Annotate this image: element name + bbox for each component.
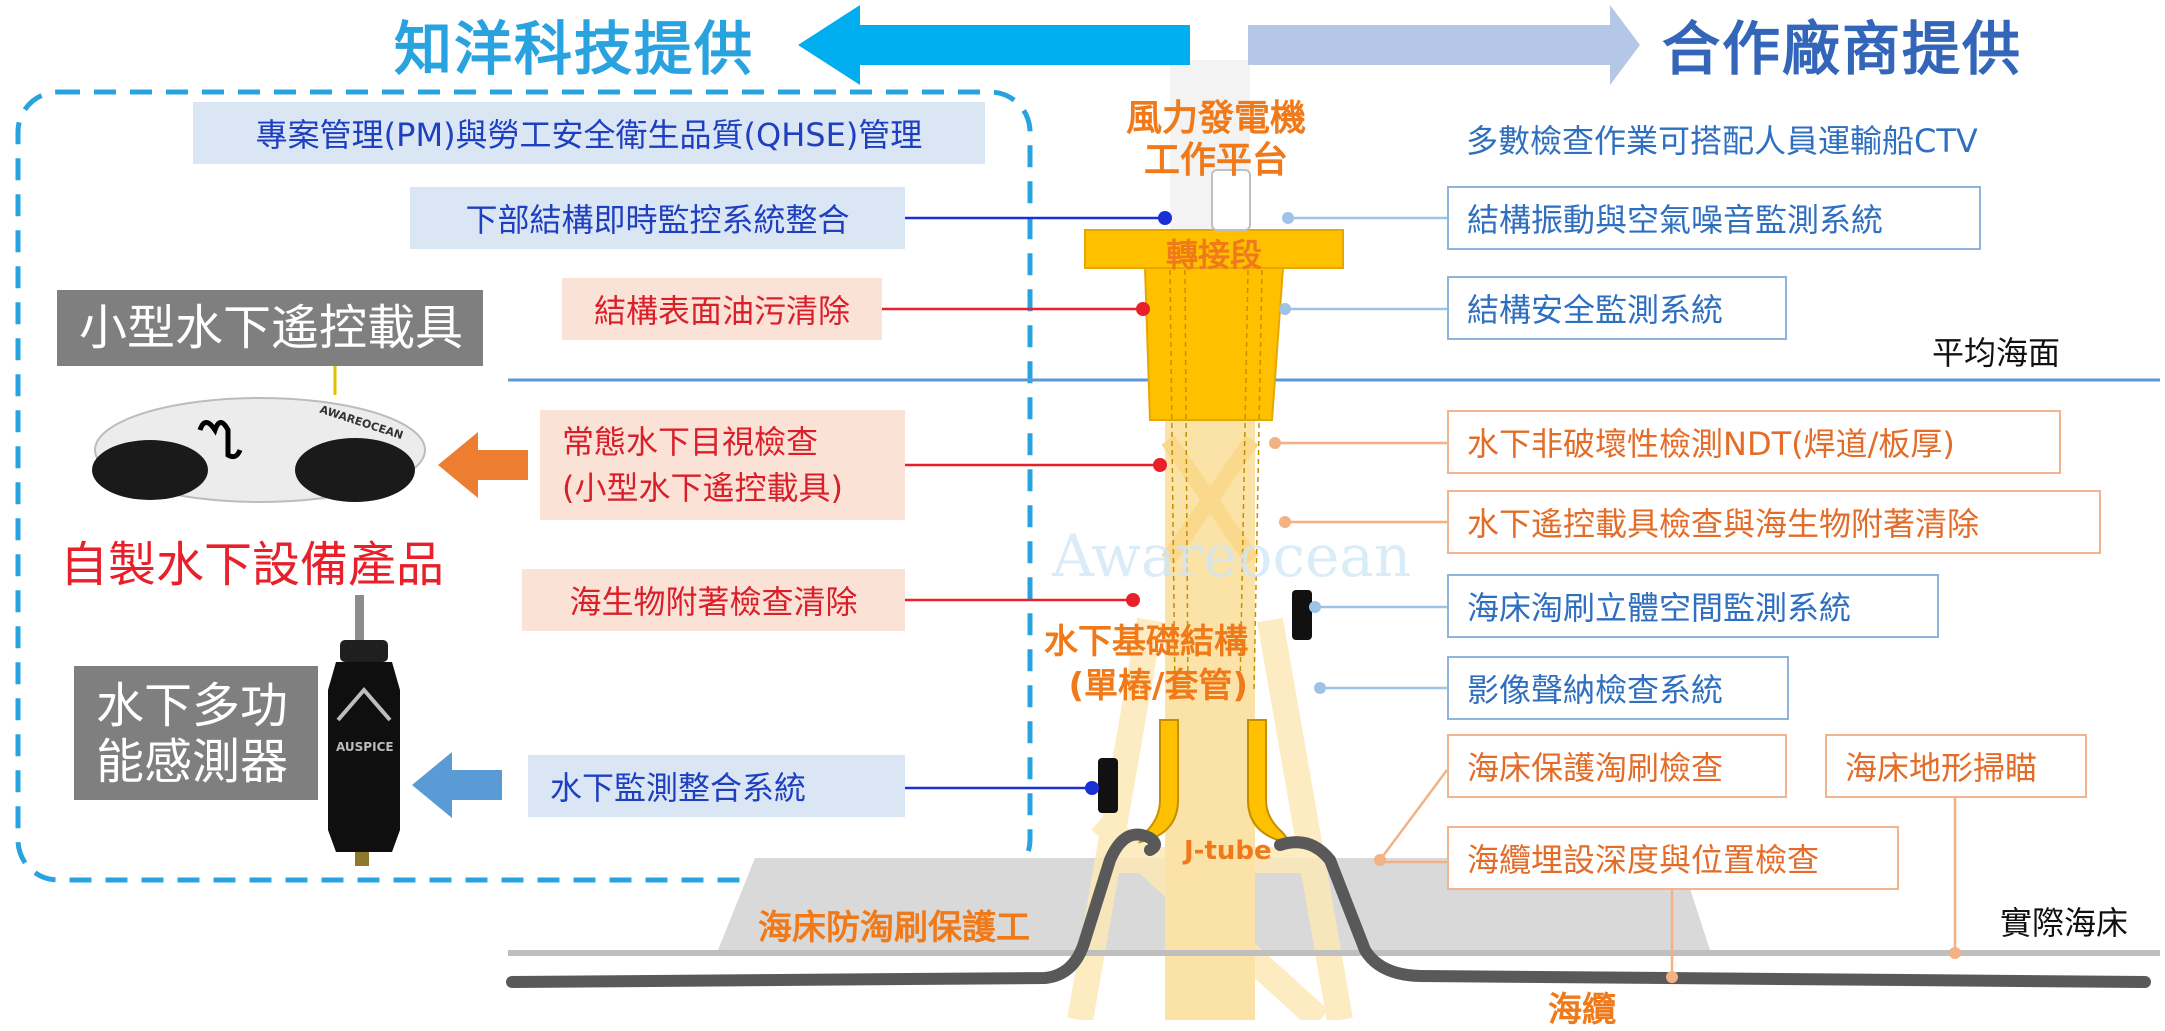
right-connectors — [1275, 216, 1957, 977]
right-arrow — [1248, 5, 1640, 85]
transition-inner-lines — [1169, 269, 1263, 691]
pm-qhse-label: 專案管理(PM)與勞工安全衛生品質(QHSE)管理 — [193, 102, 985, 164]
structural-safety-monitoring: 結構安全監測系統 — [1447, 276, 1787, 340]
left-connector-dots — [1085, 211, 1172, 795]
subsea-cable — [506, 828, 2151, 988]
sensor-arrow — [412, 752, 502, 818]
left-panel-border — [15, 89, 1033, 883]
scour-3d-monitoring: 海床淘刷立體空間監測系統 — [1447, 574, 1939, 638]
ctv-note: 多數檢查作業可搭配人員運輸船CTV — [1466, 122, 1978, 160]
monopile-x-brace — [1161, 435, 1259, 565]
watermark: Awareocean — [1052, 522, 1412, 590]
ndt-inspection: 水下非破壞性檢測NDT(焊道/板厚) — [1447, 410, 2061, 474]
rov-tag: 小型水下遙控載具 — [57, 290, 483, 366]
rov-arrow — [438, 432, 528, 498]
left-title: 知洋科技提供 — [394, 15, 755, 83]
left-connectors — [882, 216, 1165, 790]
scour-sensor — [1292, 590, 1312, 640]
underwater-monitor-sensor — [1098, 758, 1118, 813]
platform-box — [1211, 169, 1251, 231]
foundation-label: 水下基礎結構 (單樁/套管) — [1044, 622, 1248, 706]
substructure-monitoring-label: 下部結構即時監控系統整合 — [410, 187, 905, 249]
mean-sea-level-label: 平均海面 — [1932, 334, 2061, 372]
rov-illustration — [92, 335, 426, 503]
sensor-brand: AUSPICE — [336, 740, 394, 754]
seabed-label: 實際海床 — [2000, 904, 2129, 942]
oil-cleaning-label: 結構表面油污清除 — [562, 278, 882, 340]
transition-body — [1143, 267, 1285, 421]
scour-protection-inspection: 海床保護淘刷檢查 — [1447, 734, 1787, 798]
sensor-tag: 水下多功 能感測器 — [74, 666, 318, 800]
integrated-monitoring-label: 水下監測整合系統 — [528, 755, 905, 817]
right-title: 合作廠商提供 — [1662, 15, 2023, 83]
product-label: 自製水下設備產品 — [60, 537, 445, 593]
platform-label: 風力發電機 工作平台 — [1126, 98, 1307, 181]
rov-inspection-cleaning: 水下遙控載具檢查與海生物附著清除 — [1447, 490, 2101, 554]
vibration-noise-monitoring: 結構振動與空氣噪音監測系統 — [1447, 186, 1981, 250]
sensor-illustration — [328, 595, 400, 866]
sonar-inspection: 影像聲納檢查系統 — [1447, 656, 1789, 720]
right-connector-dots — [1269, 212, 1961, 983]
jtube-label: J-tube — [1184, 836, 1272, 866]
visual-inspection-label: 常態水下目視檢查 (小型水下遙控載具) — [540, 410, 905, 520]
j-tube-left — [1137, 719, 1179, 844]
transition-label: 轉接段 — [1166, 236, 1263, 274]
cable-label: 海纜 — [1548, 990, 1616, 1030]
seabed-topography-scan: 海床地形掃瞄 — [1825, 734, 2087, 798]
left-arrow — [798, 5, 1190, 85]
j-tube-right — [1247, 719, 1293, 844]
cable-burial-inspection: 海纜埋設深度與位置檢查 — [1447, 826, 1899, 890]
marine-growth-label: 海生物附著檢查清除 — [522, 569, 905, 631]
scour-protection-label: 海床防淘刷保護工 — [758, 908, 1030, 948]
